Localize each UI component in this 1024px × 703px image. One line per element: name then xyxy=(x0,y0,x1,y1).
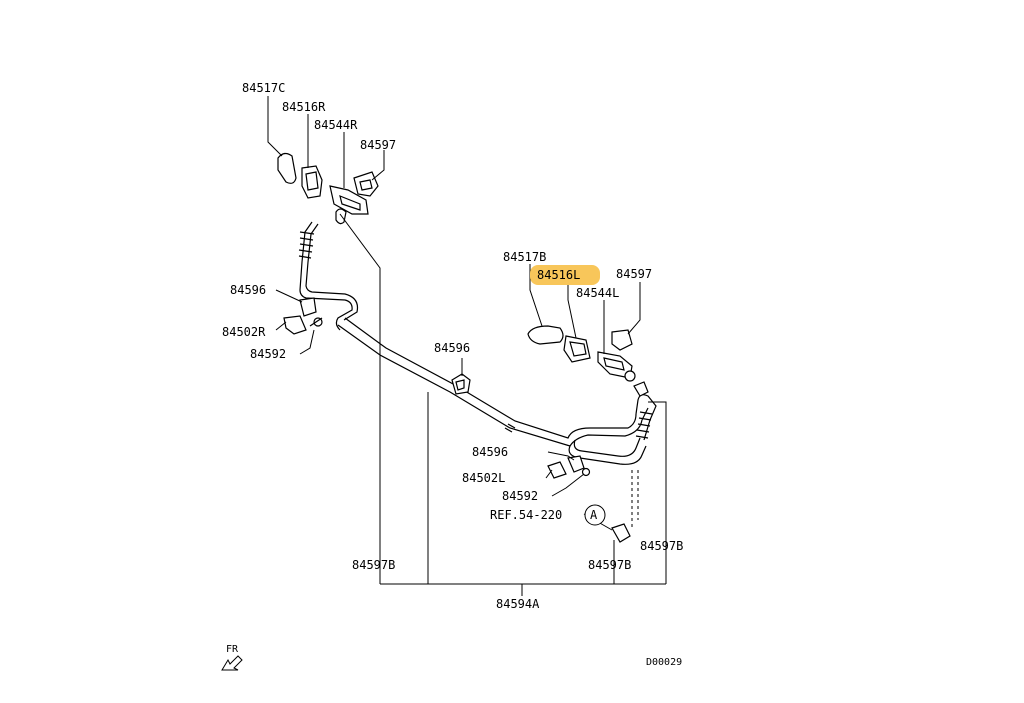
bolt-84592-left xyxy=(309,317,323,327)
label-84596-left[interactable]: 84596 xyxy=(230,283,266,297)
highlight-84516L xyxy=(530,265,600,285)
bracket-84502L xyxy=(547,461,567,479)
label-84596-center[interactable]: 84596 xyxy=(434,341,470,355)
label-84594A[interactable]: 84594A xyxy=(496,597,540,611)
nozzle-84544R xyxy=(329,185,369,225)
label-84597-right[interactable]: 84597 xyxy=(616,267,652,281)
bracket-84516L xyxy=(563,335,591,363)
label-84592-lower[interactable]: 84592 xyxy=(502,489,538,503)
clamp-84596-lower xyxy=(567,455,585,473)
label-84597B-center[interactable]: 84597B xyxy=(588,558,631,572)
nozzle-84544L xyxy=(597,351,636,382)
label-ref[interactable]: REF.54-220 xyxy=(490,508,562,522)
label-84517C[interactable]: 84517C xyxy=(242,81,285,95)
bracket-84516R xyxy=(301,165,323,199)
fr-label: FR xyxy=(226,644,239,655)
label-84502L[interactable]: 84502L xyxy=(462,471,505,485)
label-84544R[interactable]: 84544R xyxy=(314,118,358,132)
label-84596-lower[interactable]: 84596 xyxy=(472,445,508,459)
cap-84517B xyxy=(527,325,564,345)
front-indicator: FR xyxy=(221,644,243,671)
label-84597B-left[interactable]: 84597B xyxy=(352,558,395,572)
ref-circle xyxy=(584,504,606,526)
clip-84597-right xyxy=(611,329,633,351)
callouts: 84517C 84516R 84544R 84597 84596 84502R … xyxy=(222,81,683,611)
clamp-84596-center xyxy=(451,373,471,395)
cap-84517C xyxy=(277,152,297,184)
label-84597B-right[interactable]: 84597B xyxy=(640,539,683,553)
clamp-84596-left xyxy=(299,297,317,317)
label-84516L[interactable]: 84516L xyxy=(537,268,580,282)
label-84544L[interactable]: 84544L xyxy=(576,286,619,300)
clip-84597-left xyxy=(353,171,379,197)
label-84597-left[interactable]: 84597 xyxy=(360,138,396,152)
ref-circle-label: A xyxy=(590,508,598,522)
fitting-right-upper xyxy=(633,381,649,397)
label-84592-left[interactable]: 84592 xyxy=(250,347,286,361)
hose-assembly xyxy=(298,221,657,465)
diagram-code: D00029 xyxy=(646,657,682,668)
front-arrow-icon xyxy=(221,655,243,671)
bracket-84502R xyxy=(283,315,307,335)
label-84502R[interactable]: 84502R xyxy=(222,325,266,339)
label-84516R[interactable]: 84516R xyxy=(282,100,326,114)
label-84517B[interactable]: 84517B xyxy=(503,250,546,264)
leader-lines xyxy=(267,96,667,596)
connector-ref-a xyxy=(611,470,639,543)
bolt-84592-lower xyxy=(581,467,591,477)
